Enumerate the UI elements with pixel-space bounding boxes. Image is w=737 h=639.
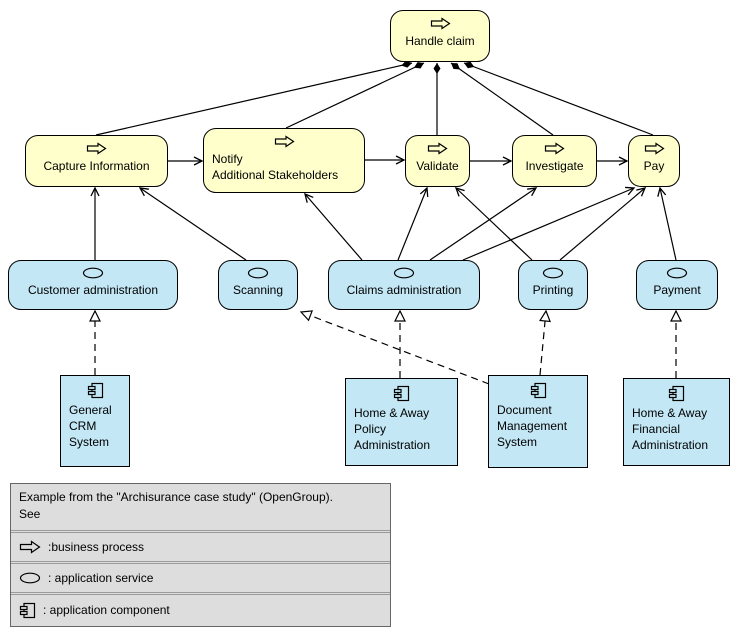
edge-composition-pay-to-handle-claim [463, 61, 654, 136]
node-label: Customer administration [27, 283, 159, 297]
node-label: Claims administration [346, 283, 462, 297]
node-investigate: Investigate [512, 135, 597, 187]
node-label: Payment [653, 283, 701, 297]
node-handle-claim: Handle claim [390, 10, 490, 62]
node-payment: Payment [636, 260, 718, 310]
node-label: Printing [532, 283, 574, 297]
node-pay: Pay [628, 135, 680, 187]
application-component-icon [393, 385, 410, 402]
edge-serving-claims-administration-to-pay [462, 186, 636, 261]
edge-serving-printing-to-pay [559, 187, 647, 261]
legend-item-label: :business process [48, 539, 145, 554]
application-component-icon [87, 382, 104, 399]
node-label: Handle claim [405, 34, 475, 48]
node-scanning: Scanning [218, 260, 298, 310]
edge-serving-claims-administration-to-validate [397, 186, 429, 261]
business-process-icon [430, 17, 451, 30]
node-printing: Printing [518, 260, 588, 310]
node-validate: Validate [405, 135, 470, 187]
edge-composition-capture-information-to-handle-claim [95, 60, 413, 136]
application-service-icon [542, 267, 564, 279]
business-process-icon [86, 142, 107, 155]
application-service-icon [666, 267, 688, 279]
edge-serving-printing-to-validate [454, 187, 533, 261]
legend-item-business-process: :business process [11, 529, 390, 561]
application-service-icon [82, 267, 104, 279]
node-label: Investigate [525, 159, 584, 173]
edge-realization-document-management-system-to-printing [539, 309, 551, 376]
business-process-icon [19, 540, 41, 554]
application-service-icon [19, 572, 41, 584]
edge-composition-investigate-to-handle-claim [450, 62, 554, 136]
legend-title-line2: See [19, 507, 41, 522]
legend-title-line1: Example from the "Archisurance case stud… [19, 490, 333, 504]
legend-item-label: : application service [48, 570, 154, 585]
application-service-icon [393, 267, 415, 279]
application-component-icon [19, 602, 36, 619]
edge-serving-payment-to-pay [657, 186, 677, 261]
business-process-icon [644, 142, 665, 155]
edge-serving-claims-administration-to-notify-additional-stakeholders [304, 192, 363, 261]
business-process-icon [544, 142, 565, 155]
edge-serving-claims-administration-to-investigate [429, 187, 538, 261]
node-label: Validate [416, 159, 459, 173]
legend-item-label: : application component [43, 603, 170, 618]
node-label: Scanning [232, 283, 284, 297]
edge-composition-notify-additional-stakeholders-to-handle-claim [285, 62, 425, 129]
business-process-icon [274, 135, 295, 148]
node-customer-administration: Customer administration [8, 260, 178, 310]
legend-item-application-service: : application service [11, 560, 390, 592]
legend-item-application-component: : application component [11, 591, 390, 626]
node-capture-information: Capture Information [25, 135, 168, 187]
legend-title: Example from the "Archisurance case stud… [11, 484, 390, 530]
node-label: Capture Information [43, 159, 150, 173]
application-component-icon [530, 382, 547, 399]
node-claims-administration: Claims administration [328, 260, 480, 310]
business-process-icon [427, 142, 448, 155]
application-component-icon [668, 385, 685, 402]
node-label: Pay [643, 159, 665, 173]
edge-serving-scanning-to-capture-information [138, 187, 247, 261]
application-service-icon [247, 267, 269, 279]
edge-realization-document-management-system-to-scanning [299, 310, 490, 385]
legend: Example from the "Archisurance case stud… [10, 483, 391, 627]
